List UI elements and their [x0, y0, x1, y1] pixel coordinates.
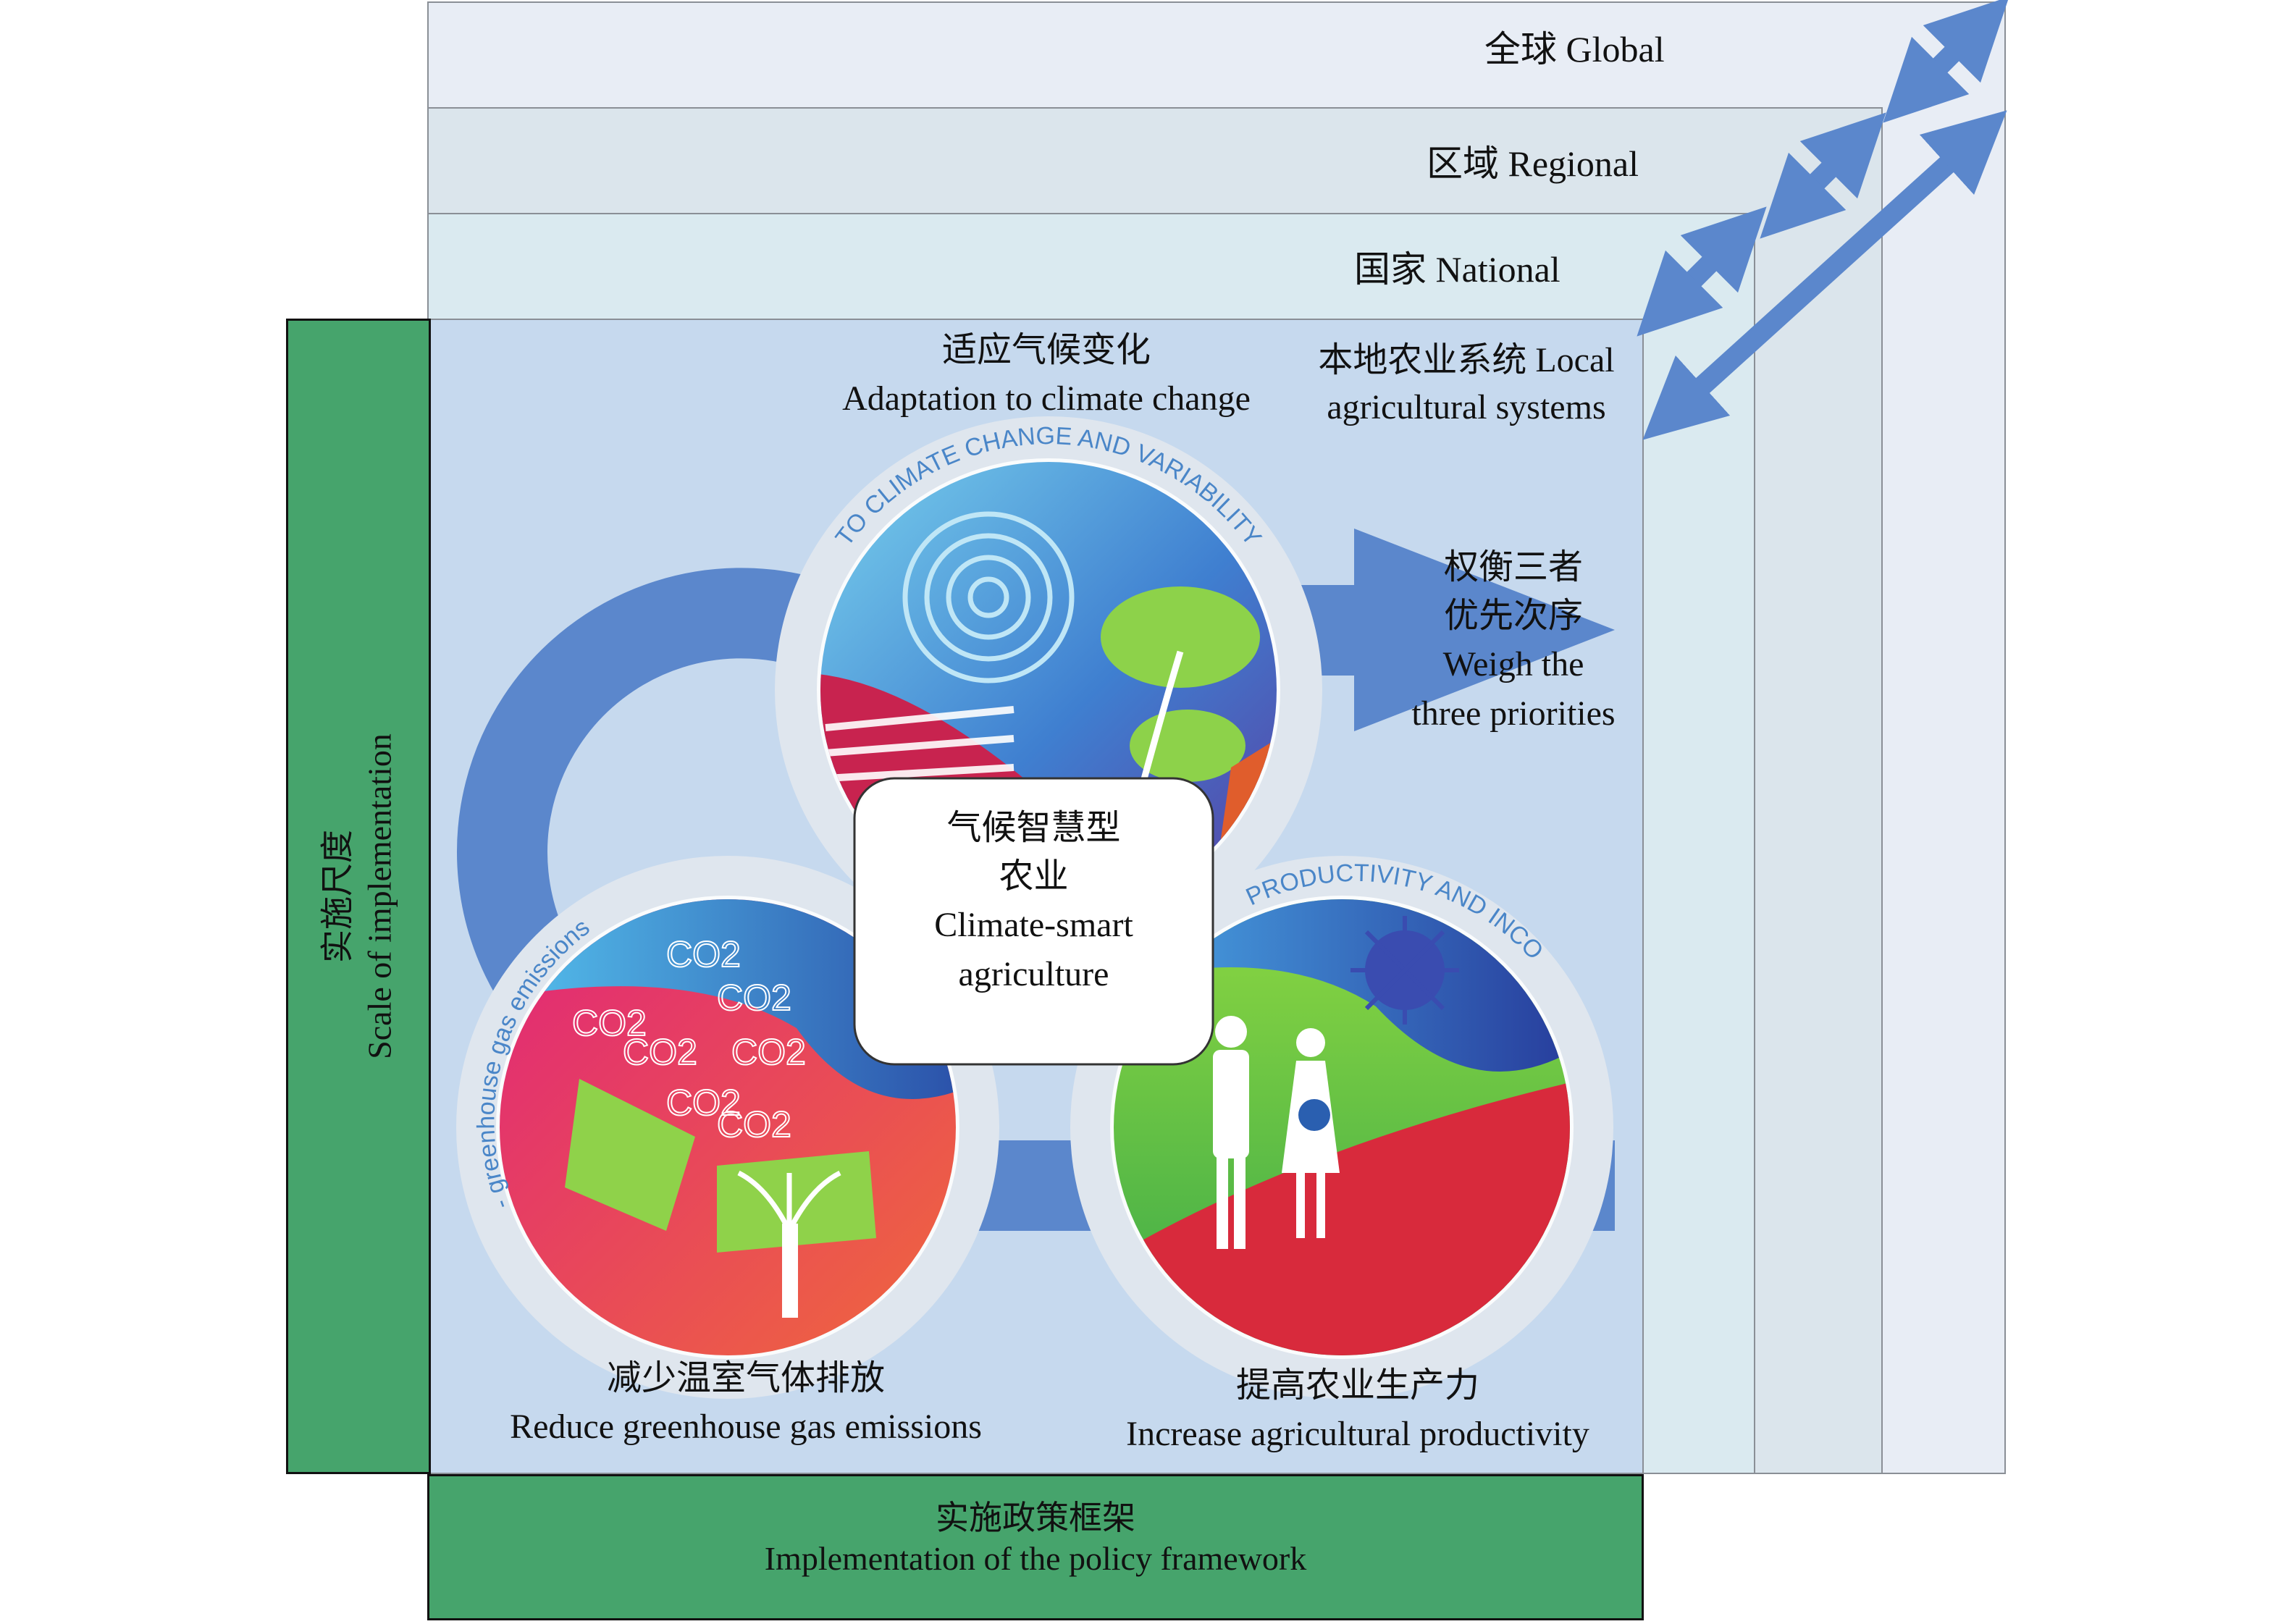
- weigh-label: 权衡三者 优先次序 Weigh the three priorities: [1411, 548, 1616, 733]
- svg-text:CO2: CO2: [666, 1082, 741, 1123]
- label-local: 本地农业系统 Local agricultural systems: [1318, 341, 1615, 426]
- scale-bar: 实施尺度 Scale of implementation: [286, 319, 431, 1474]
- svg-text:PRODUCTIVITY AND INCOME: PRODUCTIVITY AND INCOME: [0, 0, 1549, 965]
- policy-bar: 实施政策框架 Implementation of the policy fram…: [427, 1474, 1644, 1620]
- svg-text:CO2: CO2: [731, 1032, 806, 1072]
- increase-label: 提高农业生产力 Increase agricultural productivi…: [1126, 1366, 1589, 1454]
- policy-label: 实施政策框架 Implementation of the policy fram…: [764, 1499, 1307, 1578]
- scale-arrows: [1637, 0, 2009, 440]
- svg-text:CO2: CO2: [717, 977, 791, 1018]
- svg-text:CO2: CO2: [623, 1032, 697, 1072]
- scale-label: 实施尺度 Scale of implementation: [319, 733, 398, 1059]
- svg-text:CO2: CO2: [572, 1003, 647, 1043]
- label-global: 全球 Global: [1484, 29, 1665, 70]
- svg-text:CO2: CO2: [666, 934, 741, 975]
- label-regional: 区域 Regional: [1427, 143, 1639, 184]
- center-label: 气候智慧型 农业 Climate-smart agriculture: [934, 809, 1133, 993]
- center-box: [853, 777, 1214, 1066]
- reduce-label: 减少温室气体排放 Reduce greenhouse gas emissions: [510, 1359, 982, 1447]
- adaptation-label: 适应气候变化 Adaptation to climate change: [842, 331, 1251, 418]
- svg-text:CO2: CO2: [717, 1104, 791, 1145]
- label-national: 国家 National: [1354, 249, 1560, 290]
